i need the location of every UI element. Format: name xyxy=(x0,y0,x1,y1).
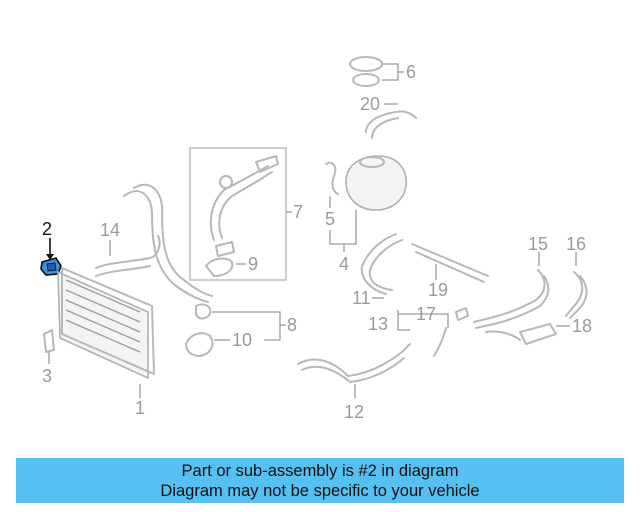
callout-9: 9 xyxy=(248,254,258,274)
callout-11: 11 xyxy=(352,288,371,308)
upper-radiator-hose xyxy=(123,183,213,303)
callout-18: 18 xyxy=(572,316,592,336)
callout-16: 16 xyxy=(566,234,586,254)
hose-part-12: 12 xyxy=(297,343,411,422)
hose-part-20: 20 xyxy=(360,94,417,139)
group-7-box: 7 9 xyxy=(189,147,303,281)
info-banner: Part or sub-assembly is #2 in diagram Di… xyxy=(16,458,624,503)
callout-14: 14 xyxy=(100,220,120,240)
hose-part-15: 15 xyxy=(473,234,550,341)
pipe-part-19: 19 xyxy=(411,243,489,300)
callout-3: 3 xyxy=(42,366,52,386)
callout-5: 5 xyxy=(325,209,335,229)
group-8-bracket: 8 xyxy=(212,311,297,341)
part-2-highlight[interactable]: 2 xyxy=(40,219,62,276)
reservoir-part-4: 5 4 xyxy=(325,155,407,274)
cap-part-6: 6 xyxy=(349,56,416,87)
group-13: 13 17 xyxy=(368,304,469,357)
callout-1: 1 xyxy=(135,398,145,418)
callout-2: 2 xyxy=(42,219,52,239)
hose-part-16: 16 xyxy=(565,234,588,319)
outlet-part-10: 10 xyxy=(185,303,252,357)
bracket-part-3: 3 xyxy=(42,329,55,386)
callout-6: 6 xyxy=(406,62,416,82)
callout-20: 20 xyxy=(360,94,380,114)
callout-15: 15 xyxy=(528,234,548,254)
hose-part-11: 11 xyxy=(352,233,403,308)
hose-part-14: 14 xyxy=(95,220,161,277)
radiator: 1 xyxy=(57,267,155,418)
callout-13: 13 xyxy=(368,314,388,334)
banner-line-part-number: Part or sub-assembly is #2 in diagram xyxy=(181,462,459,480)
parts-diagram: 2 1 3 14 10 8 7 xyxy=(40,56,592,422)
callout-17: 17 xyxy=(416,304,436,324)
callout-12: 12 xyxy=(344,402,364,422)
fitting-part-18: 18 xyxy=(519,316,592,345)
callout-19: 19 xyxy=(428,280,448,300)
callout-8: 8 xyxy=(287,315,297,335)
banner-line-disclaimer: Diagram may not be specific to your vehi… xyxy=(160,482,480,500)
callout-7: 7 xyxy=(293,202,303,222)
callout-4: 4 xyxy=(339,254,349,274)
callout-10: 10 xyxy=(232,330,252,350)
